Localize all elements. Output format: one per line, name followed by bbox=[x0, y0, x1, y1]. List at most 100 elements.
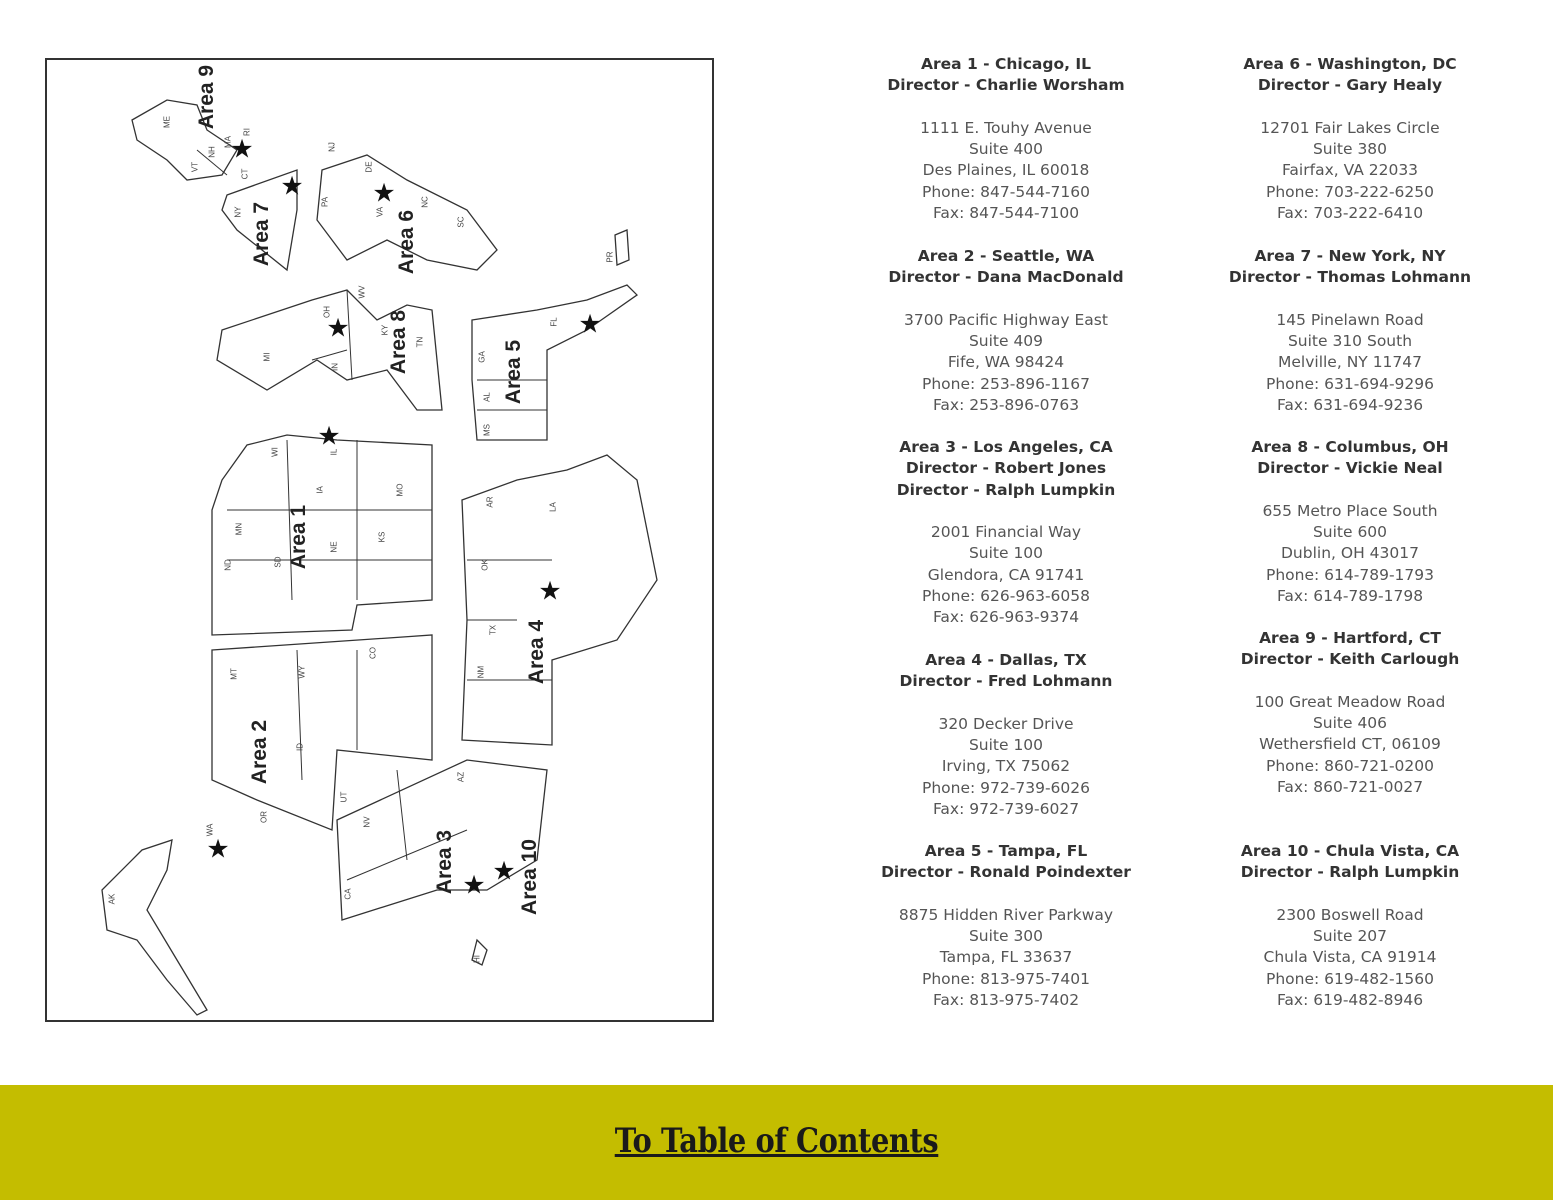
office-address-line: 2300 Boswell Road bbox=[1276, 905, 1424, 924]
region-hawaii bbox=[471, 938, 488, 966]
office-star-icon: ★ bbox=[538, 576, 562, 607]
state-label: TN bbox=[415, 336, 425, 348]
footer-bar: To Table of Contents bbox=[0, 1085, 1553, 1200]
office-address-line: Melville, NY 11747 bbox=[1278, 353, 1422, 372]
office-address-line: Fife, WA 98424 bbox=[947, 353, 1065, 372]
table-of-contents-link[interactable]: To Table of Contents bbox=[614, 1121, 939, 1161]
state-label: PA bbox=[320, 196, 330, 208]
state-label: OK bbox=[480, 559, 490, 571]
state-label: MO bbox=[395, 483, 405, 497]
office-address-line: Glendora, CA 91741 bbox=[927, 565, 1085, 584]
office-star-icon: ★ bbox=[230, 134, 254, 165]
state-label: NV bbox=[362, 816, 372, 828]
state-label: GA bbox=[477, 351, 487, 363]
state-label: FL bbox=[549, 317, 559, 327]
spacer bbox=[836, 884, 1176, 905]
state-label: NM bbox=[476, 665, 486, 679]
state-label: WI bbox=[270, 447, 280, 457]
spacer bbox=[1180, 480, 1520, 501]
office-star-icon: ★ bbox=[326, 313, 350, 344]
office-heading: Area 1 - Chicago, IL bbox=[920, 55, 1092, 73]
office-address-line: Fax: 860-721-0027 bbox=[1276, 778, 1424, 797]
area-label-8: Area 8 bbox=[387, 309, 410, 375]
office-address-line: Des Plaines, IL 60018 bbox=[922, 161, 1090, 180]
state-label: KY bbox=[380, 324, 390, 336]
state-label: AR bbox=[485, 496, 495, 508]
office-address-line: Fax: 253-896-0763 bbox=[932, 396, 1080, 415]
state-label: SD bbox=[273, 556, 283, 568]
office-director: Director - Keith Carlough bbox=[1240, 650, 1460, 669]
office-address-line: Phone: 972-739-6026 bbox=[922, 778, 1090, 797]
region-area-7 bbox=[221, 169, 298, 272]
office-address-line: Fax: 813-975-7402 bbox=[932, 991, 1080, 1010]
office-heading: Area 2 - Seattle, WA bbox=[917, 247, 1095, 265]
state-label: NH bbox=[207, 146, 217, 158]
state-label: NE bbox=[329, 541, 339, 553]
office-address-line: Phone: 847-544-7160 bbox=[922, 182, 1090, 201]
office-address-line: Suite 380 bbox=[1312, 140, 1388, 159]
spacer bbox=[836, 501, 1176, 522]
office-block-area-2: Area 2 - Seattle, WA Director - Dana MacD… bbox=[836, 246, 1176, 416]
office-heading: Area 5 - Tampa, FL bbox=[924, 842, 1088, 860]
office-address-line: 320 Decker Drive bbox=[938, 714, 1074, 733]
state-label: MT bbox=[229, 668, 239, 680]
office-address-line: 100 Great Meadow Road bbox=[1254, 692, 1446, 711]
state-label: UT bbox=[339, 791, 349, 803]
spacer bbox=[836, 289, 1176, 310]
office-address-line: Phone: 619-482-1560 bbox=[1266, 969, 1434, 988]
state-label: MI bbox=[262, 352, 272, 362]
office-block-area-4: Area 4 - Dallas, TX Director - Fred Lohma… bbox=[836, 650, 1176, 820]
office-address-line: Fax: 626-963-9374 bbox=[932, 608, 1080, 627]
office-address-line: Suite 400 bbox=[968, 140, 1044, 159]
office-address-line: Suite 100 bbox=[968, 544, 1044, 563]
office-star-icon: ★ bbox=[578, 309, 602, 340]
region-area-3 bbox=[336, 759, 548, 921]
office-director: Director - Ralph Lumpkin bbox=[896, 480, 1116, 499]
office-director: Director - Dana MacDonald bbox=[888, 268, 1124, 287]
office-address-line: Phone: 703-222-6250 bbox=[1266, 182, 1434, 201]
state-label: MN bbox=[234, 522, 244, 536]
office-director: Director - Thomas Lohmann bbox=[1228, 268, 1472, 287]
state-label: AL bbox=[482, 392, 492, 402]
state-label: WY bbox=[297, 665, 307, 679]
office-heading: Area 6 - Washington, DC bbox=[1243, 55, 1457, 73]
area-label-7: Area 7 bbox=[250, 201, 273, 267]
state-label: NJ bbox=[327, 142, 337, 152]
state-label: NY bbox=[233, 206, 243, 218]
region-area-1 bbox=[211, 434, 433, 636]
map-outlines bbox=[101, 99, 658, 1016]
regional-map: Area 9 Area 7 Area 6 Area 8 Area 5 Area … bbox=[45, 58, 714, 1022]
state-label: NC bbox=[420, 196, 430, 208]
office-address-line: 655 Metro Place South bbox=[1262, 501, 1438, 520]
office-address-line: 145 Pinelawn Road bbox=[1276, 310, 1424, 329]
office-address-line: Suite 100 bbox=[968, 736, 1044, 755]
office-director: Director - Ronald Poindexter bbox=[881, 863, 1131, 882]
spacer bbox=[1180, 884, 1520, 905]
office-block-area-1: Area 1 - Chicago, IL Director - Charlie W… bbox=[836, 54, 1176, 224]
office-heading: Area 10 - Chula Vista, CA bbox=[1240, 842, 1460, 860]
area-label-1: Area 1 bbox=[287, 504, 310, 570]
office-star-icon: ★ bbox=[492, 856, 516, 887]
state-label: AK bbox=[107, 893, 117, 905]
state-label: SC bbox=[456, 216, 466, 228]
state-label: ID bbox=[295, 743, 305, 751]
office-address-line: Chula Vista, CA 91914 bbox=[1263, 948, 1437, 967]
office-star-icon: ★ bbox=[206, 834, 230, 865]
office-director: Director - Robert Jones bbox=[905, 459, 1107, 478]
office-director: Director - Fred Lohmann bbox=[899, 672, 1113, 691]
state-label: LA bbox=[548, 502, 558, 512]
office-heading: Area 4 - Dallas, TX bbox=[925, 651, 1087, 669]
region-alaska bbox=[101, 839, 208, 1016]
region-area-2 bbox=[211, 634, 433, 831]
state-label: IA bbox=[315, 486, 325, 494]
area-label-6: Area 6 bbox=[395, 209, 418, 275]
office-address-line: Suite 409 bbox=[968, 332, 1044, 351]
office-star-icon: ★ bbox=[462, 870, 486, 901]
office-director: Director - Charlie Worsham bbox=[887, 76, 1125, 95]
state-label: MS bbox=[482, 424, 492, 436]
office-address-line: Fax: 847-544-7100 bbox=[932, 204, 1080, 223]
area-label-5: Area 5 bbox=[502, 339, 525, 405]
